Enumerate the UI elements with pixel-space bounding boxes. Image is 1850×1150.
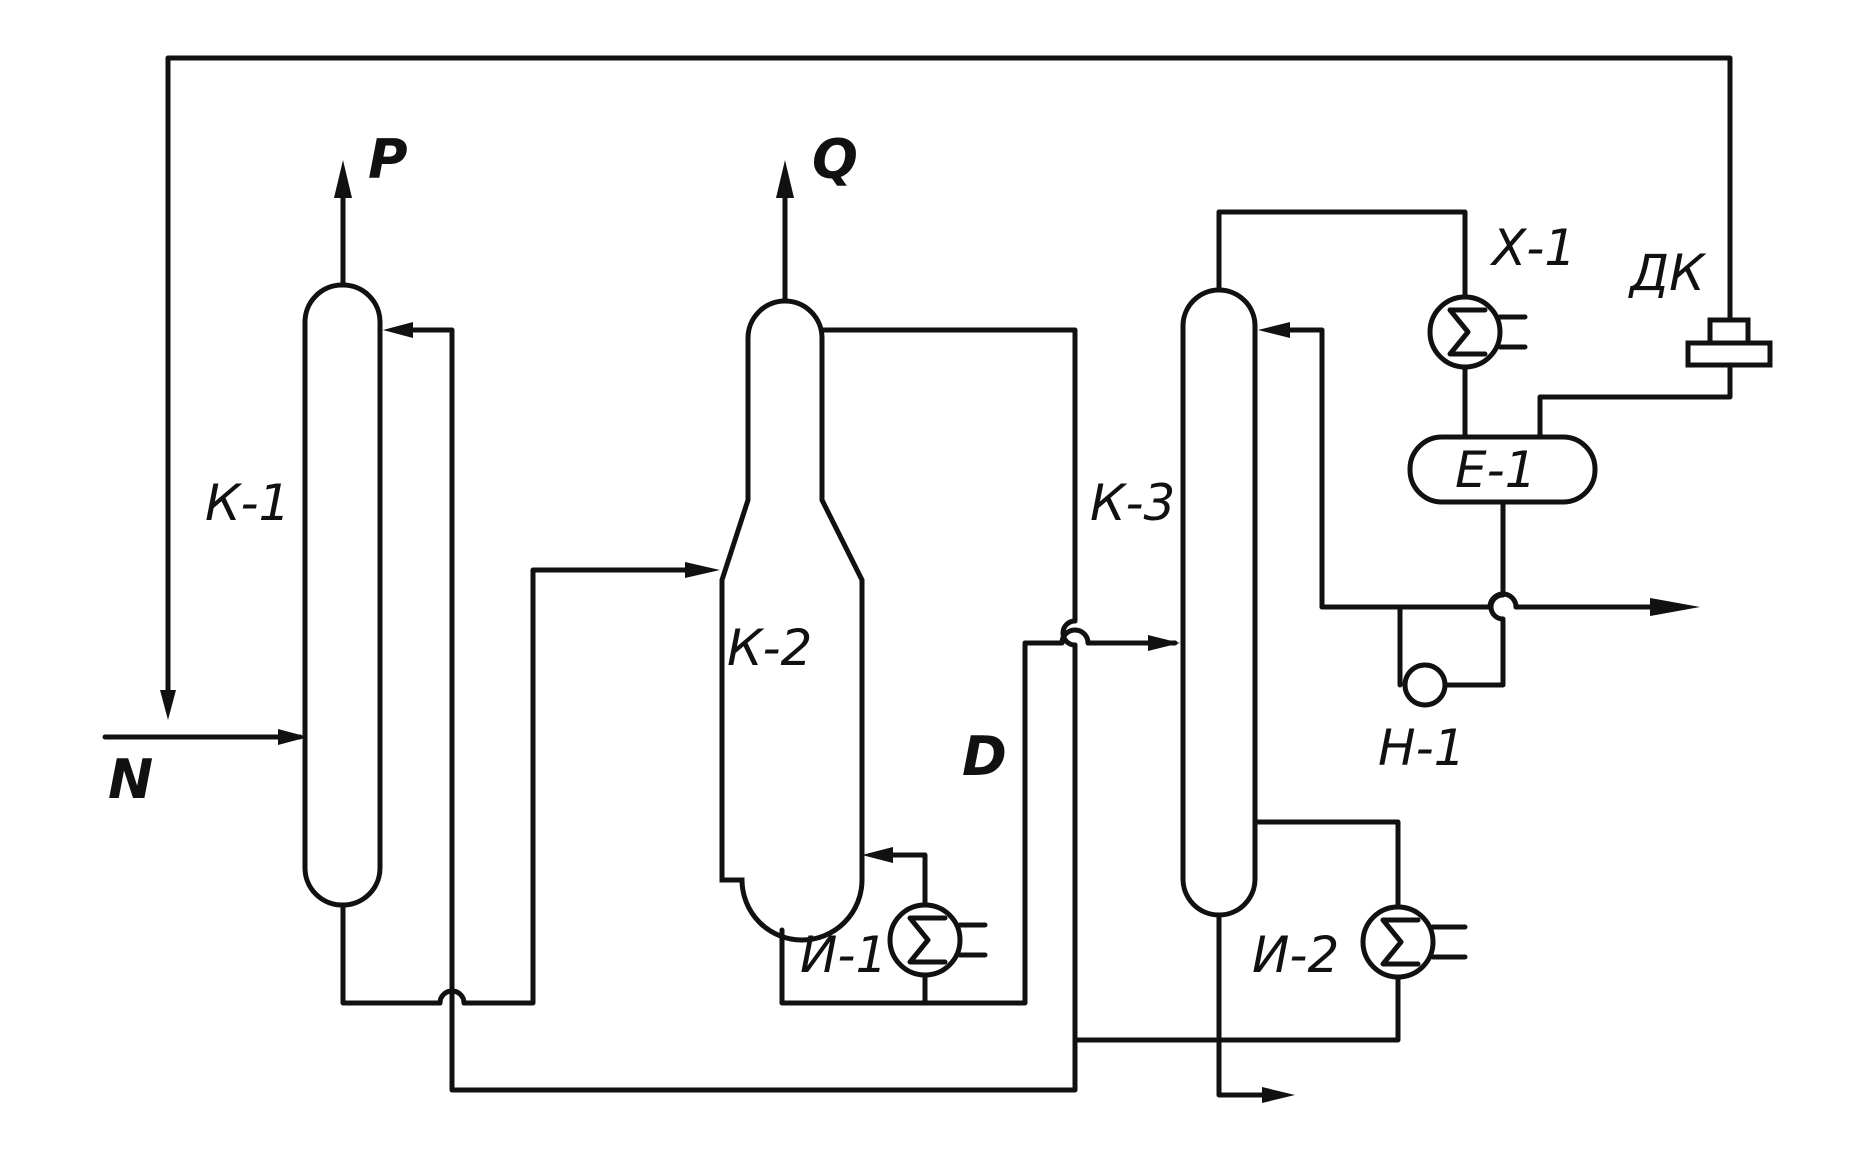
condenser-x1-symbol [1447, 307, 1488, 357]
k3-reflux-line [1269, 327, 1403, 688]
k3-reflux-arrowhead [1258, 322, 1290, 338]
k1-bottoms-crossover [437, 988, 467, 1006]
top-product-p-label: P [368, 128, 408, 191]
k2-top-arrowhead [776, 160, 794, 198]
pump-h1 [1402, 662, 1448, 708]
k3-bottoms-arrowhead [1262, 1087, 1295, 1103]
k2-feed-arrowhead [685, 562, 720, 578]
device-dk-base [1685, 340, 1773, 368]
feed-arrowhead [278, 729, 308, 745]
k3-bottoms-line [1216, 912, 1283, 1098]
e1-liquid-line [1442, 499, 1506, 688]
condenser-x1-label: Х-1 [1489, 219, 1576, 277]
condenser-x1-pipes [1497, 314, 1528, 350]
column-k3 [1180, 287, 1258, 918]
pump-h1-label: Н-1 [1378, 719, 1465, 777]
recycle-line [165, 55, 1733, 713]
reboiler-i1-label: И-1 [800, 926, 887, 984]
k2-bottoms-crossover [1059, 627, 1091, 646]
recycle-arrowhead [160, 690, 176, 720]
device-dk-top [1707, 317, 1751, 346]
k1-reflux-arrowhead [383, 322, 413, 338]
i1-return-arrowhead [862, 847, 893, 863]
column-k2 [719, 298, 865, 943]
k1-bottoms-line [340, 567, 703, 1006]
reboiler-i1-pipes [957, 922, 988, 958]
k1-top-arrowhead [334, 160, 352, 198]
column-k3-label: К-3 [1090, 474, 1175, 532]
feed-label: N [108, 748, 153, 811]
reboiler-i2-symbol [1380, 917, 1421, 967]
distillate-arrowhead [1650, 598, 1700, 616]
i1-return-line [872, 852, 928, 908]
k3-overhead-line [1216, 209, 1468, 300]
reboiler-i1-symbol [907, 915, 948, 965]
i2-feed-line [1252, 819, 1401, 910]
drum-e1-label: Е-1 [1455, 441, 1536, 499]
column-k1 [302, 282, 383, 908]
side-stream-d-label: D [962, 725, 1007, 788]
column-k2-label: К-2 [727, 619, 812, 677]
bottom-return-crossover [1060, 618, 1078, 648]
e1-vent-line [1537, 362, 1733, 440]
column-k1-label: К-1 [205, 474, 290, 532]
distillate-crossover [1487, 591, 1519, 610]
i2-bottom-line [1072, 974, 1401, 1043]
top-product-q-label: Q [812, 128, 858, 191]
bottom-return-line [449, 327, 1078, 1093]
reboiler-i2-pipes [1430, 924, 1468, 960]
k1-reflux-line [392, 327, 455, 1006]
reboiler-i2-label: И-2 [1252, 926, 1339, 984]
k3-feed-arrowhead [1148, 635, 1180, 651]
device-dk-label: ДК [1628, 244, 1707, 302]
